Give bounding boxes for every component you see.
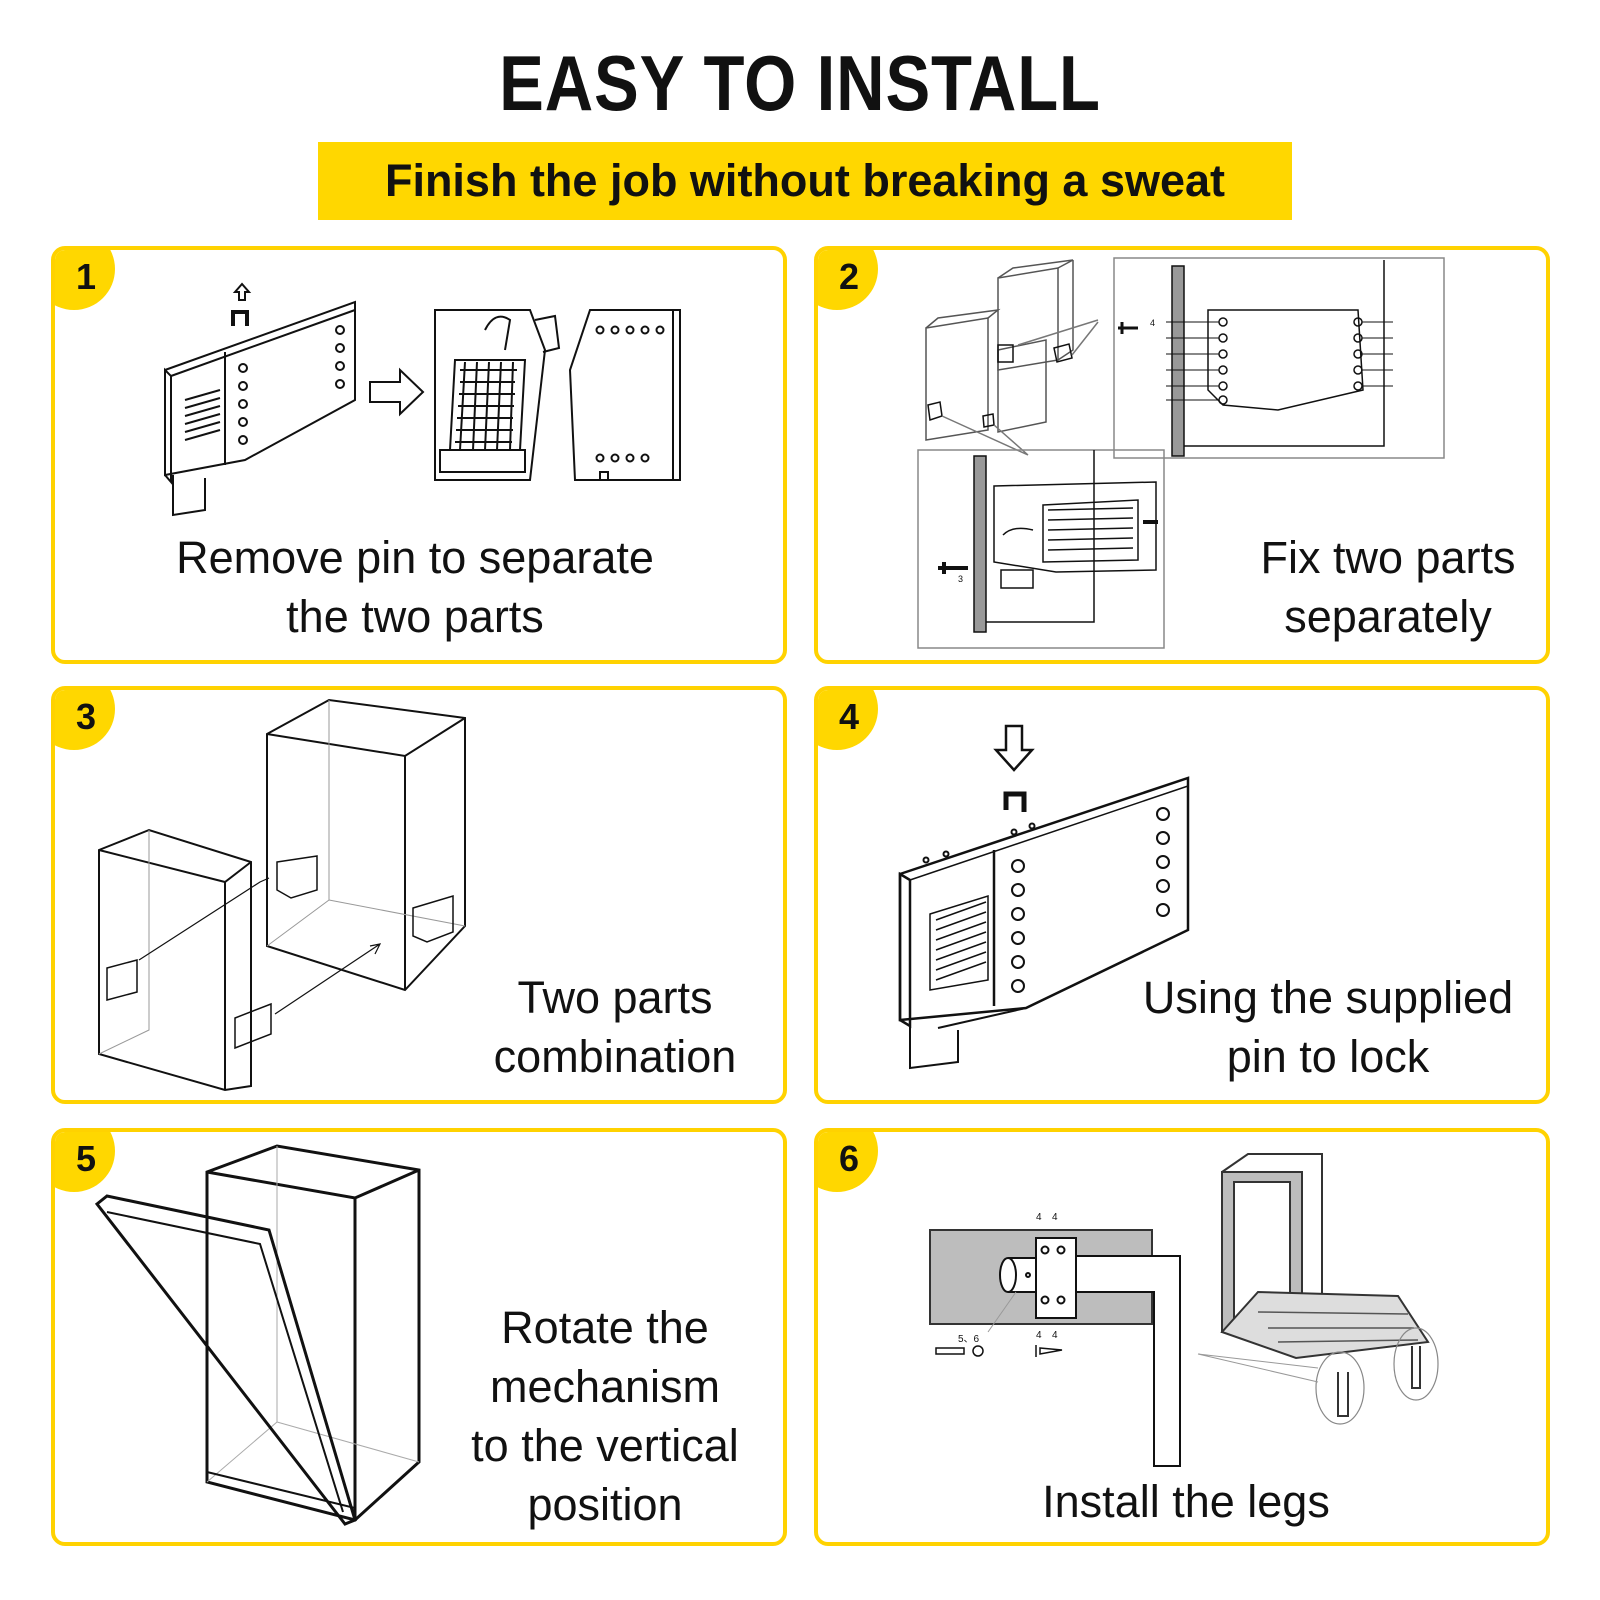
- screw-count-label: 4: [1052, 1212, 1058, 1223]
- page-title: EASY TO INSTALL: [499, 39, 1101, 127]
- step-card-2: 2: [814, 246, 1550, 664]
- screw-count-label: 3: [958, 574, 964, 584]
- screw-count-label: 4: [1052, 1330, 1058, 1341]
- install-legs-diagram-icon: [818, 1132, 1550, 1546]
- rotate-mechanism-diagram-icon: [55, 1132, 787, 1546]
- pin-removal-diagram-icon: [55, 250, 787, 540]
- step-caption: Fix two parts separately: [1260, 532, 1516, 642]
- step-number-badge: 2: [818, 250, 878, 310]
- step-card-5: 5 Rotate the mechanism to the vertical p…: [51, 1128, 787, 1546]
- step-caption: Two parts combination: [493, 972, 737, 1082]
- screw-count-label: 4: [1036, 1330, 1042, 1341]
- step-number-badge: 4: [818, 690, 878, 750]
- step-caption: Remove pin to separate the two parts: [176, 532, 654, 642]
- subtitle-text: Finish the job without breaking a sweat: [384, 155, 1226, 206]
- step-card-6: 6 4 4 4 4 5、6 Install the legs: [814, 1128, 1550, 1546]
- step-caption: Rotate the mechanism to the vertical pos…: [471, 1302, 739, 1530]
- combination-diagram-icon: [55, 690, 787, 1104]
- screw-count-label: 4: [1150, 318, 1156, 328]
- step-card-1: 1: [51, 246, 787, 664]
- hardware-id-label: 5、6: [958, 1334, 980, 1345]
- step-number-badge: 3: [55, 690, 115, 750]
- fixing-brackets-diagram-icon: [818, 250, 1550, 664]
- step-caption: Install the legs: [1042, 1476, 1330, 1527]
- step-number-badge: 1: [55, 250, 115, 310]
- pin-lock-diagram-icon: [818, 690, 1550, 1104]
- step-card-4: 4 Using the supplied pin to lock: [814, 686, 1550, 1104]
- step-caption: Using the supplied pin to lock: [1142, 972, 1514, 1082]
- screw-count-label: 4: [1036, 1212, 1042, 1223]
- subtitle-banner: Finish the job without breaking a sweat: [318, 142, 1292, 220]
- step-card-3: 3 Two parts combination: [51, 686, 787, 1104]
- step-number-badge: 6: [818, 1132, 878, 1192]
- step-number-badge: 5: [55, 1132, 115, 1192]
